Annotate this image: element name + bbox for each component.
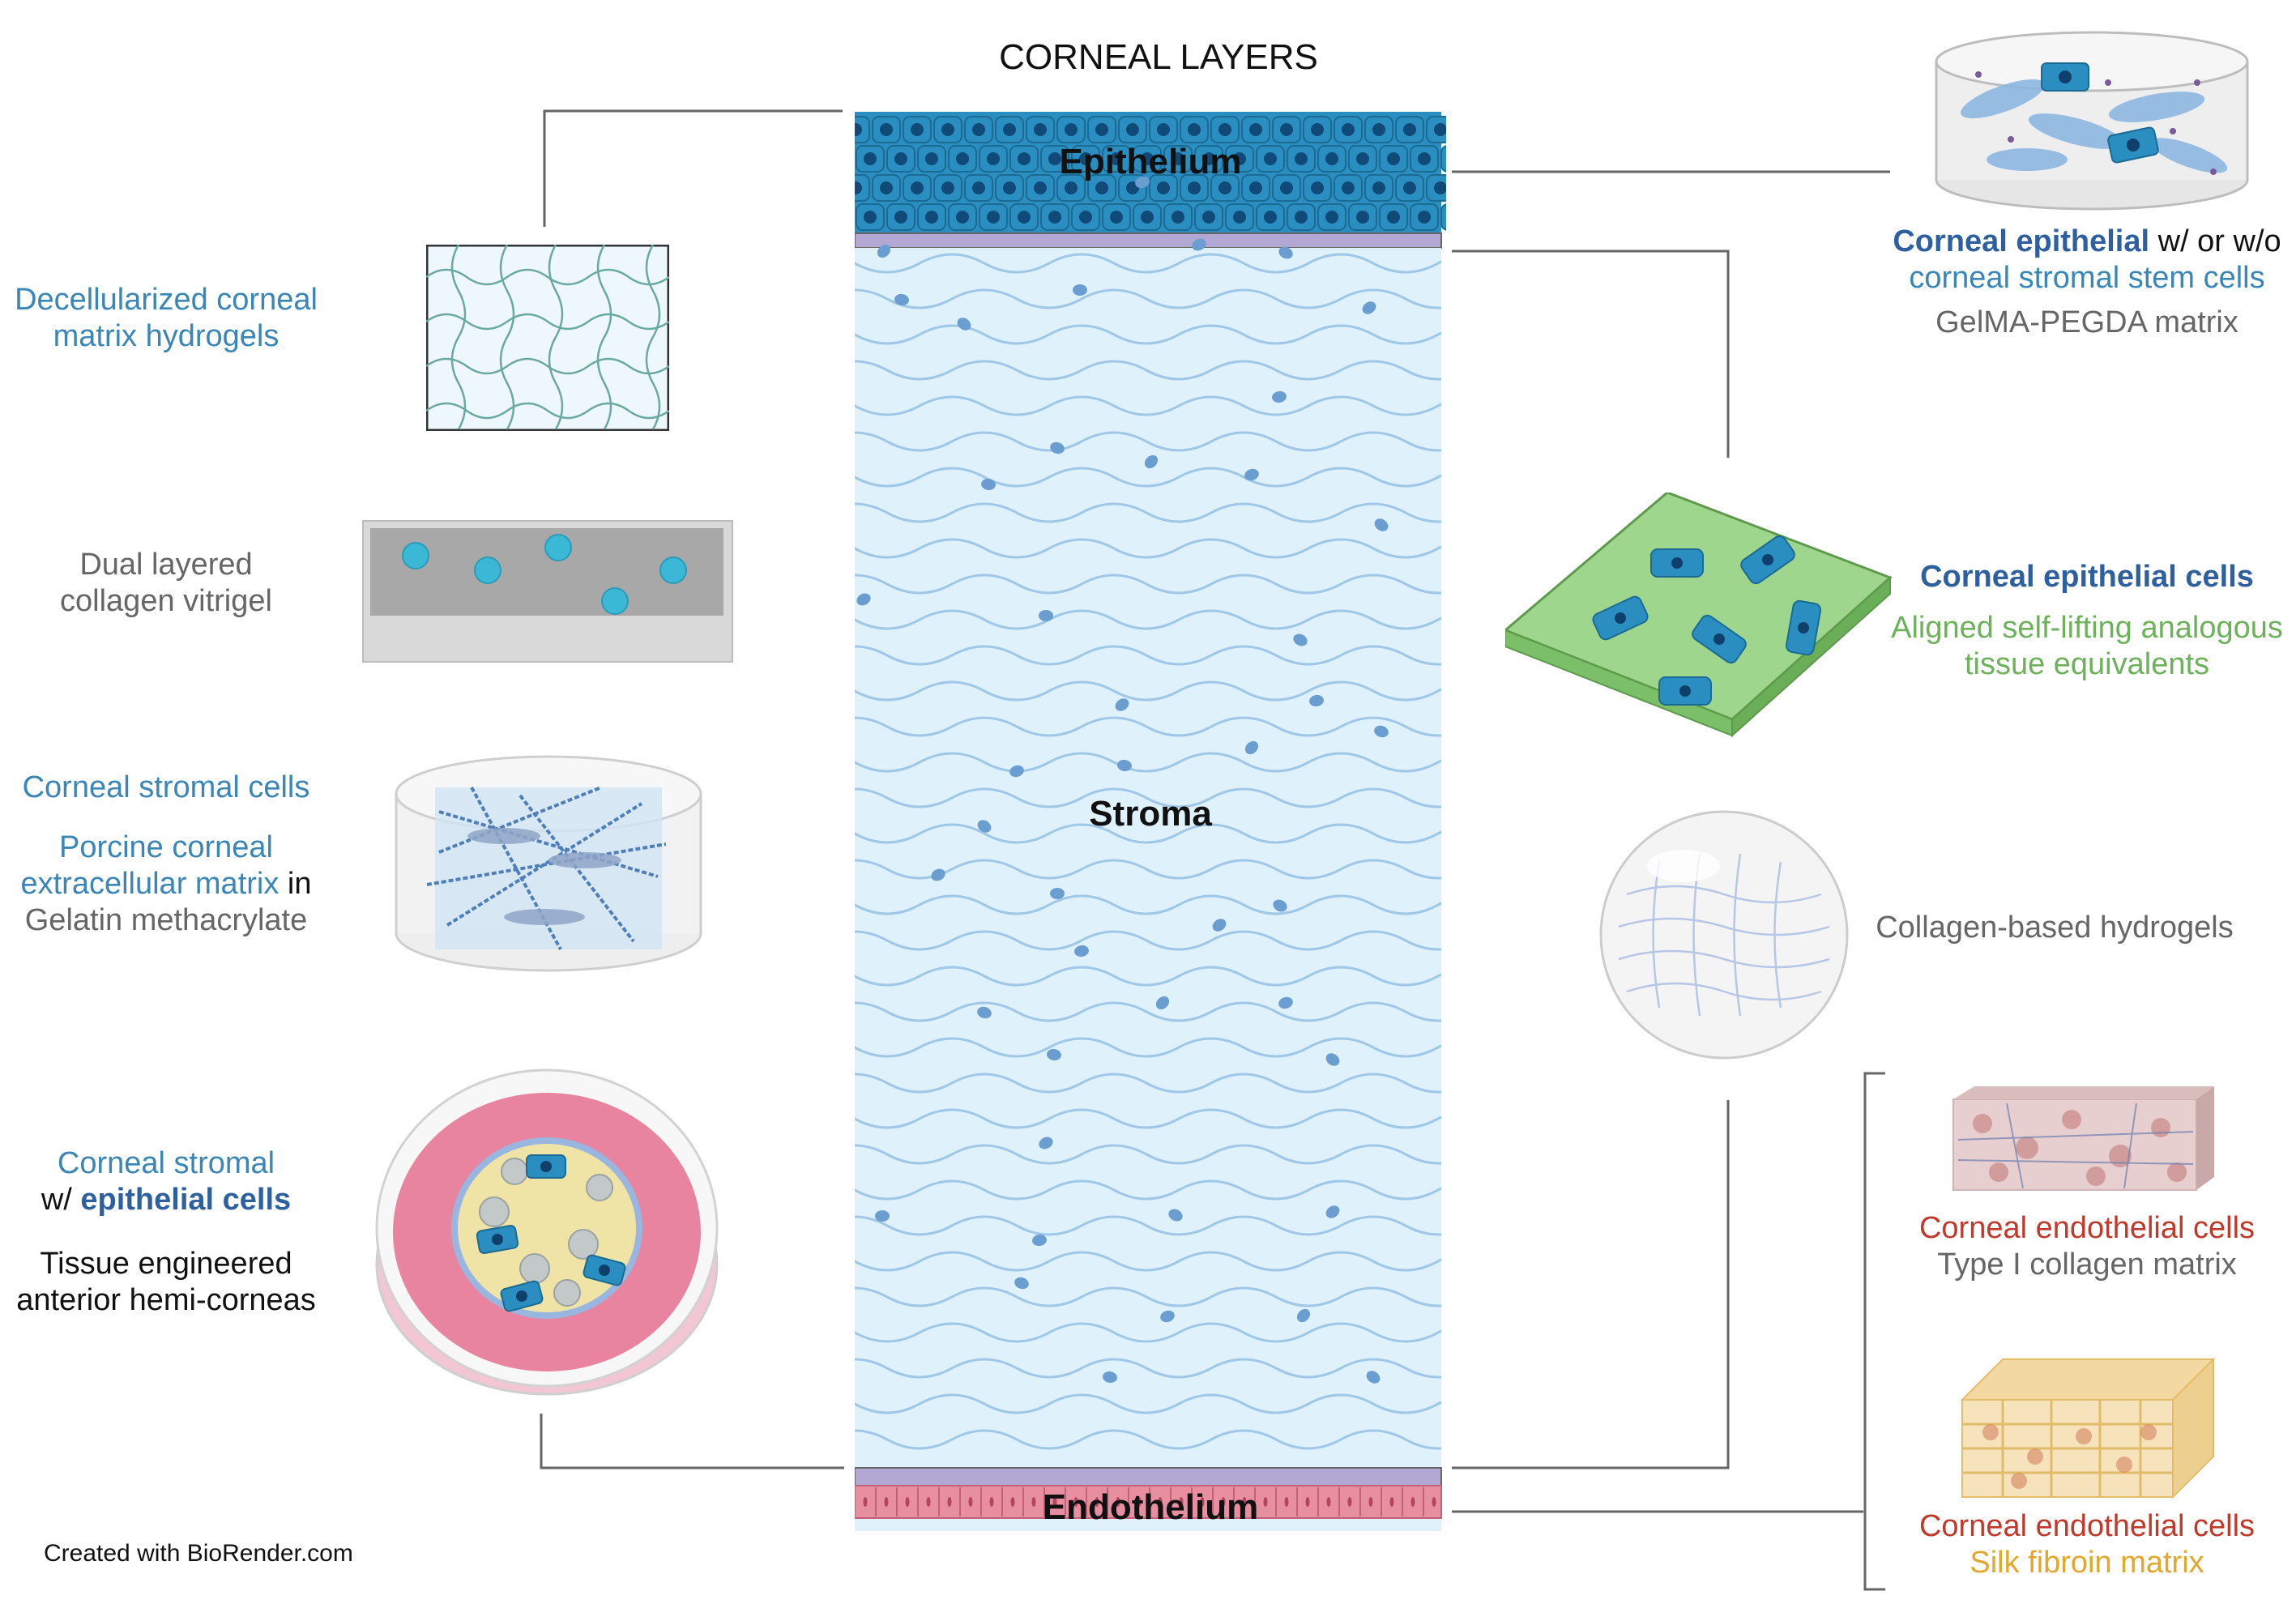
endothelial-cells xyxy=(855,1487,1436,1516)
stromal-cells-heading: Corneal stromal cells xyxy=(22,770,310,804)
vitrigel-line1: Dual layered xyxy=(79,548,253,582)
silk-fibroin-line2: Silk fibroin matrix xyxy=(1970,1546,2204,1580)
epithelial-cells xyxy=(855,116,1446,231)
stroma-layer xyxy=(855,248,1441,1531)
type1-collagen-label: Corneal endothelial cells Type I collage… xyxy=(1878,1210,2296,1283)
collagen-hydrogels-label: Collagen-based hydrogels xyxy=(1876,911,2234,945)
gelma-pegda-line3: GelMA-PEGDA matrix xyxy=(1935,305,2238,339)
self-lifting-line3: tissue equivalents xyxy=(1964,647,2210,681)
hemi-cornea-label: Corneal stromal w/ epithelial cells xyxy=(0,1145,332,1218)
gelma-pegda-line1b: w/ or w/o xyxy=(2149,224,2281,258)
connector-self-lifting xyxy=(1452,250,1730,458)
biorender-credit: Created with BioRender.com xyxy=(44,1540,353,1567)
stromal-gelma-line2: extracellular matrix in xyxy=(0,866,332,902)
vitrigel-line2: collagen vitrigel xyxy=(60,584,272,618)
hemi-cornea-line3: Tissue engineered xyxy=(40,1247,292,1281)
type1-collagen-image xyxy=(1952,1086,2214,1191)
bowman-membrane xyxy=(855,232,1442,249)
type1-collagen-line2: Type I collagen matrix xyxy=(1937,1248,2237,1282)
gelma-pegda-line2: corneal stromal stem cells xyxy=(1909,261,2265,295)
decell-label: Decellularized corneal matrix hydrogels xyxy=(0,282,332,355)
decell-line2: matrix hydrogels xyxy=(53,319,280,353)
stromal-gelma-line1: Porcine corneal xyxy=(58,830,274,864)
gelma-pegda-line1a: Corneal epithelial xyxy=(1893,224,2150,258)
hemi-cornea-line2b: epithelial cells xyxy=(80,1183,292,1217)
connector-decell xyxy=(543,109,843,227)
silk-fibroin-image xyxy=(1960,1357,2216,1499)
silk-fibroin-line1: Corneal endothelial cells xyxy=(1918,1509,2255,1543)
hemi-cornea-dish-image xyxy=(375,1068,719,1396)
self-lifting-tissue-image xyxy=(1505,493,1893,738)
descemet-membrane xyxy=(855,1467,1442,1486)
silk-fibroin-label: Corneal endothelial cells Silk fibroin m… xyxy=(1878,1508,2296,1581)
gelma-pegda-line1: Corneal epithelial w/ or w/o xyxy=(1878,224,2296,260)
endothelium-label: Endothelium xyxy=(1042,1487,1259,1527)
gelma-pegda-image xyxy=(1935,31,2249,211)
gelma-pegda-label: Corneal epithelial w/ or w/o corneal str… xyxy=(1878,224,2296,341)
decell-line1: Decellularized corneal xyxy=(15,283,318,317)
connector-hemi-cornea xyxy=(540,1414,844,1469)
type1-collagen-line1: Corneal endothelial cells xyxy=(1918,1211,2255,1245)
hemi-cornea-line1: Corneal stromal xyxy=(57,1146,275,1180)
vitrigel-label: Dual layered collagen vitrigel xyxy=(0,547,332,620)
hemi-cornea-line2a: w/ xyxy=(41,1183,81,1217)
stromal-gelma-label: Porcine corneal extracellular matrix in … xyxy=(0,830,332,939)
cornea-cross-section xyxy=(855,112,1446,1531)
decellularized-hydrogel-image xyxy=(426,245,669,431)
endothelium-layer xyxy=(855,1485,1442,1519)
diagram-title: CORNEAL LAYERS xyxy=(999,37,1318,77)
keratocytes xyxy=(856,176,1389,1384)
stromal-gelma-line2b: in xyxy=(279,867,312,901)
collagen-vitrigel-image xyxy=(362,520,733,663)
self-lifting-label: Corneal epithelial cells Aligned self-li… xyxy=(1878,559,2296,683)
self-lifting-line1: Corneal epithelial cells xyxy=(1920,560,2254,594)
stromal-gelma-line3: Gelatin methacrylate xyxy=(24,903,308,937)
stromal-gelma-image xyxy=(395,755,702,972)
collagen-hydrogel-sphere-image xyxy=(1599,810,1849,1060)
connector-collagen-hydrogels xyxy=(1452,1100,1730,1469)
hemi-cornea-line2: w/ epithelial cells xyxy=(0,1182,332,1218)
stroma-label: Stroma xyxy=(1089,794,1212,834)
self-lifting-line2: Aligned self-lifting analogous xyxy=(1891,611,2283,645)
epithelium-label: Epithelium xyxy=(1059,142,1242,181)
hemi-cornea-desc: Tissue engineered anterior hemi-corneas xyxy=(0,1246,332,1319)
stromal-gelma-line2a: extracellular matrix xyxy=(20,867,280,901)
hemi-cornea-line4: anterior hemi-corneas xyxy=(16,1283,316,1317)
bracket-endothelial-models xyxy=(1863,1072,1885,1591)
collagen-fibers xyxy=(855,253,1441,1450)
